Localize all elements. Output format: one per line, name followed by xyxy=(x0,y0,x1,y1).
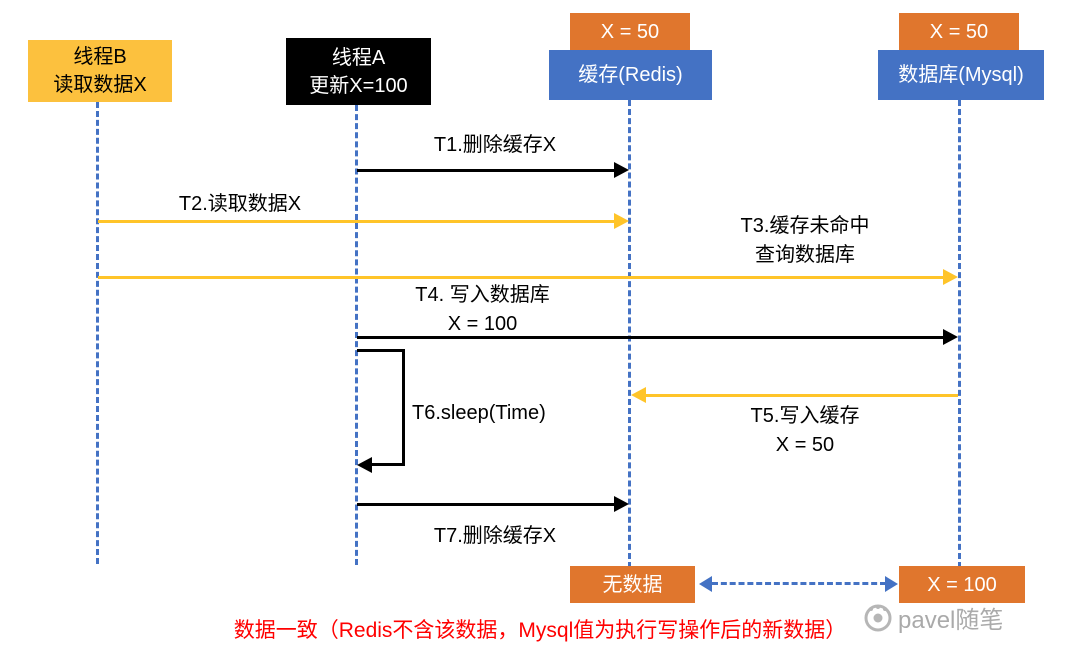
t3-arrowhead-icon xyxy=(943,269,958,285)
t5-arrow xyxy=(645,394,958,397)
mysql-initial-value: X = 50 xyxy=(929,20,989,43)
t4-arrowhead-icon xyxy=(943,329,958,345)
lifeline-thread-a xyxy=(355,105,358,565)
mysql-initial-value-tag: X = 50 xyxy=(899,13,1019,50)
t5-label-line1: T5.写入缓存 xyxy=(750,405,860,427)
t5-arrowhead-icon xyxy=(631,387,646,403)
t7-arrow xyxy=(357,503,615,506)
mysql-final-value-tag: X = 100 xyxy=(899,566,1025,603)
actor-thread-a-line1: 线程A xyxy=(331,46,386,69)
t1-label: T1.删除缓存X xyxy=(433,134,557,156)
t7-arrowhead-icon xyxy=(614,496,629,512)
t2-arrow xyxy=(98,220,616,223)
redis-final-value-tag: 无数据 xyxy=(570,566,695,603)
redis-initial-value-tag: X = 50 xyxy=(570,13,690,50)
actor-thread-a-line2: 更新X=100 xyxy=(309,74,408,97)
t6-loop-right xyxy=(402,349,405,466)
t1-arrow xyxy=(357,169,615,172)
t7-label: T7.删除缓存X xyxy=(433,525,557,547)
t6-loop-top xyxy=(357,349,405,352)
t3-label: T3.缓存未命中 查询数据库 xyxy=(700,212,910,270)
actor-thread-b-line1: 线程B xyxy=(73,46,127,68)
redis-initial-value: X = 50 xyxy=(600,20,660,43)
actor-redis-label: 缓存(Redis) xyxy=(578,64,683,86)
actor-redis: 缓存(Redis) xyxy=(549,50,712,100)
watermark-logo-icon xyxy=(862,602,894,634)
actor-thread-a: 线程A 更新X=100 xyxy=(286,38,431,105)
t2-arrowhead-icon xyxy=(614,213,629,229)
conclusion-caption: 数据一致（Redis不含该数据，Mysql值为执行写操作后的新数据） xyxy=(233,619,847,642)
lifeline-mysql xyxy=(958,100,961,568)
redis-final-value: 无数据 xyxy=(602,573,663,596)
t3-label-line1: T3.缓存未命中 xyxy=(740,215,870,237)
t5-label: T5.写入缓存 X = 50 xyxy=(700,402,910,460)
lifeline-thread-b xyxy=(96,102,99,564)
watermark-text: pavel随笔 xyxy=(898,607,1004,634)
lifeline-redis xyxy=(628,100,631,568)
t5-label-line2: X = 50 xyxy=(775,434,835,456)
actor-mysql: 数据库(Mysql) xyxy=(878,50,1044,100)
t4-arrow xyxy=(357,336,944,339)
watermark: pavel随笔 xyxy=(862,600,1003,635)
actor-thread-b-line2: 读取数据X xyxy=(53,74,147,96)
t3-label-line2: 查询数据库 xyxy=(755,244,855,266)
t2-label: T2.读取数据X xyxy=(178,193,302,215)
actor-thread-b: 线程B 读取数据X xyxy=(28,40,172,102)
actor-mysql-label: 数据库(Mysql) xyxy=(898,64,1024,86)
t4-label: T4. 写入数据库 X = 100 xyxy=(385,281,580,339)
t6-loop-bottom xyxy=(371,463,405,466)
mysql-final-value: X = 100 xyxy=(927,573,997,596)
t6-arrowhead-icon xyxy=(357,457,372,473)
compare-arrowhead-left-icon xyxy=(699,576,712,592)
t4-label-line2: X = 100 xyxy=(447,313,518,335)
compare-arrowhead-right-icon xyxy=(885,576,898,592)
t6-label: T6.sleep(Time) xyxy=(412,402,546,424)
t1-arrowhead-icon xyxy=(614,162,629,178)
t3-arrow xyxy=(98,276,944,279)
t4-label-line1: T4. 写入数据库 xyxy=(415,284,550,306)
compare-dashed-line xyxy=(712,582,886,585)
